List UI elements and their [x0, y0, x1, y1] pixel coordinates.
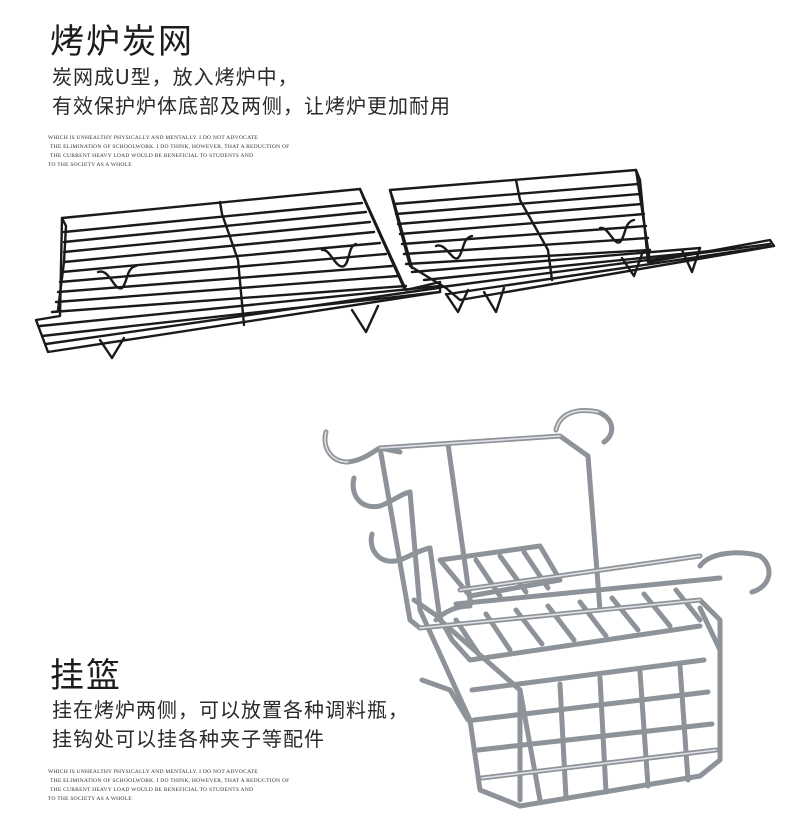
charcoal-grate-description: 炭网成U型，放入烤炉中， 有效保护炉体底部及两侧，让烤炉更加耐用 [52, 63, 451, 121]
fine-print-line: THE ELIMINATION OF SCHOOLWORK. I DO THIN… [50, 144, 290, 150]
fine-print-line: THE ELIMINATION OF SCHOOLWORK. I DO THIN… [50, 778, 290, 784]
fine-print-line: WHICH IS UNHEALTHY PHYSICALLY AND MENTAL… [48, 135, 258, 141]
fine-print-line: TO THE SOCIETY AS A WHOLE [48, 162, 132, 168]
description-line: 有效保护炉体底部及两侧，让烤炉更加耐用 [52, 94, 451, 118]
fine-print: WHICH IS UNHEALTHY PHYSICALLY AND MENTAL… [48, 768, 289, 804]
fine-print-line: WHICH IS UNHEALTHY PHYSICALLY AND MENTAL… [48, 769, 258, 775]
hanging-basket-title: 挂篮 [50, 656, 122, 696]
fine-print-line: THE CURRENT HEAVY LOAD WOULD BE BENEFICI… [50, 787, 254, 793]
fine-print-line: THE CURRENT HEAVY LOAD WOULD BE BENEFICI… [50, 153, 254, 159]
hanging-basket-description: 挂在烤炉两侧，可以放置各种调料瓶， 挂钩处可以挂各种夹子等配件 [52, 696, 409, 754]
description-line: 挂在烤炉两侧，可以放置各种调料瓶， [52, 698, 409, 722]
fine-print-line: TO THE SOCIETY AS A WHOLE [48, 796, 132, 802]
description-line: 挂钩处可以挂各种夹子等配件 [52, 727, 325, 751]
description-line: 炭网成U型，放入烤炉中， [52, 65, 299, 89]
fine-print: WHICH IS UNHEALTHY PHYSICALLY AND MENTAL… [48, 134, 289, 170]
charcoal-grate-title: 烤炉炭网 [50, 22, 194, 62]
